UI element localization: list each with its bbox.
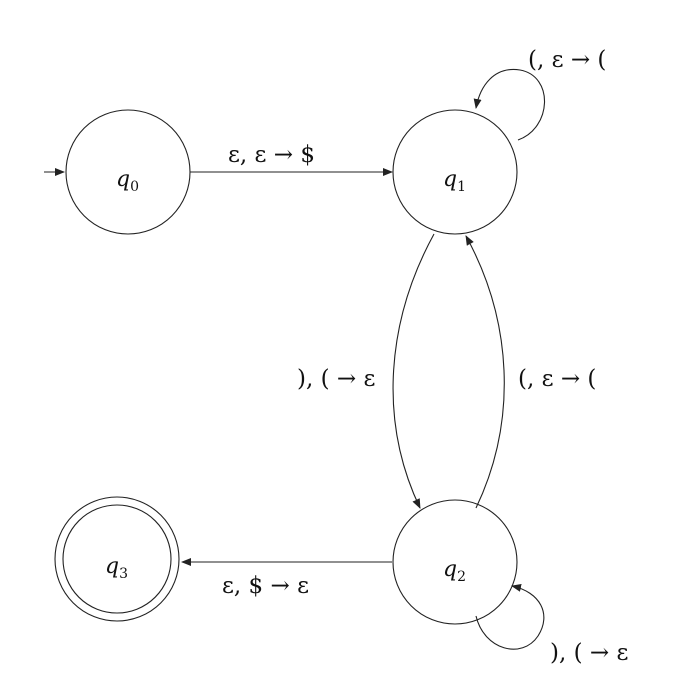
state-q2: q2 (392, 499, 518, 625)
state-q2-sub: 2 (457, 569, 466, 585)
transition-q2-q3-label: ε, $ → ε (222, 573, 309, 599)
state-q3-inner-circle (62, 504, 172, 614)
transition-q1-q2-arrow (392, 233, 435, 509)
transition-q1-loop-arrow (473, 68, 546, 141)
svg-text:q3: q3 (105, 554, 128, 582)
state-q0-name: q (116, 167, 130, 192)
state-q3-outer-circle (54, 496, 180, 622)
state-q3-name: q (105, 554, 119, 579)
state-q1-name: q (443, 167, 457, 192)
transition-q2-loop-arrow (475, 583, 545, 650)
svg-text:q1: q1 (443, 167, 466, 195)
state-q1-sub: 1 (457, 179, 466, 195)
state-q0-sub: 0 (130, 179, 139, 195)
transition-q2-q1-label: (, ε → ( (518, 366, 596, 392)
transition-q0-q1-label: ε, ε → $ (228, 142, 315, 168)
transition-q1-q2-label: ), ( → ε (297, 366, 375, 392)
transition-q1-loop-label: (, ε → ( (528, 47, 606, 73)
transition-q2-loop-label: ), ( → ε (550, 640, 628, 666)
state-q1: q1 (392, 109, 518, 235)
svg-text:q2: q2 (443, 557, 466, 585)
svg-text:q0: q0 (116, 167, 139, 195)
state-q0: q0 (65, 109, 191, 235)
state-q1-circle (392, 109, 518, 235)
state-q3-sub: 3 (119, 566, 128, 582)
transition-q2-q1-arrow (465, 235, 505, 509)
state-q2-circle (392, 499, 518, 625)
state-q2-name: q (443, 557, 457, 582)
state-q3: q3 (54, 496, 180, 622)
